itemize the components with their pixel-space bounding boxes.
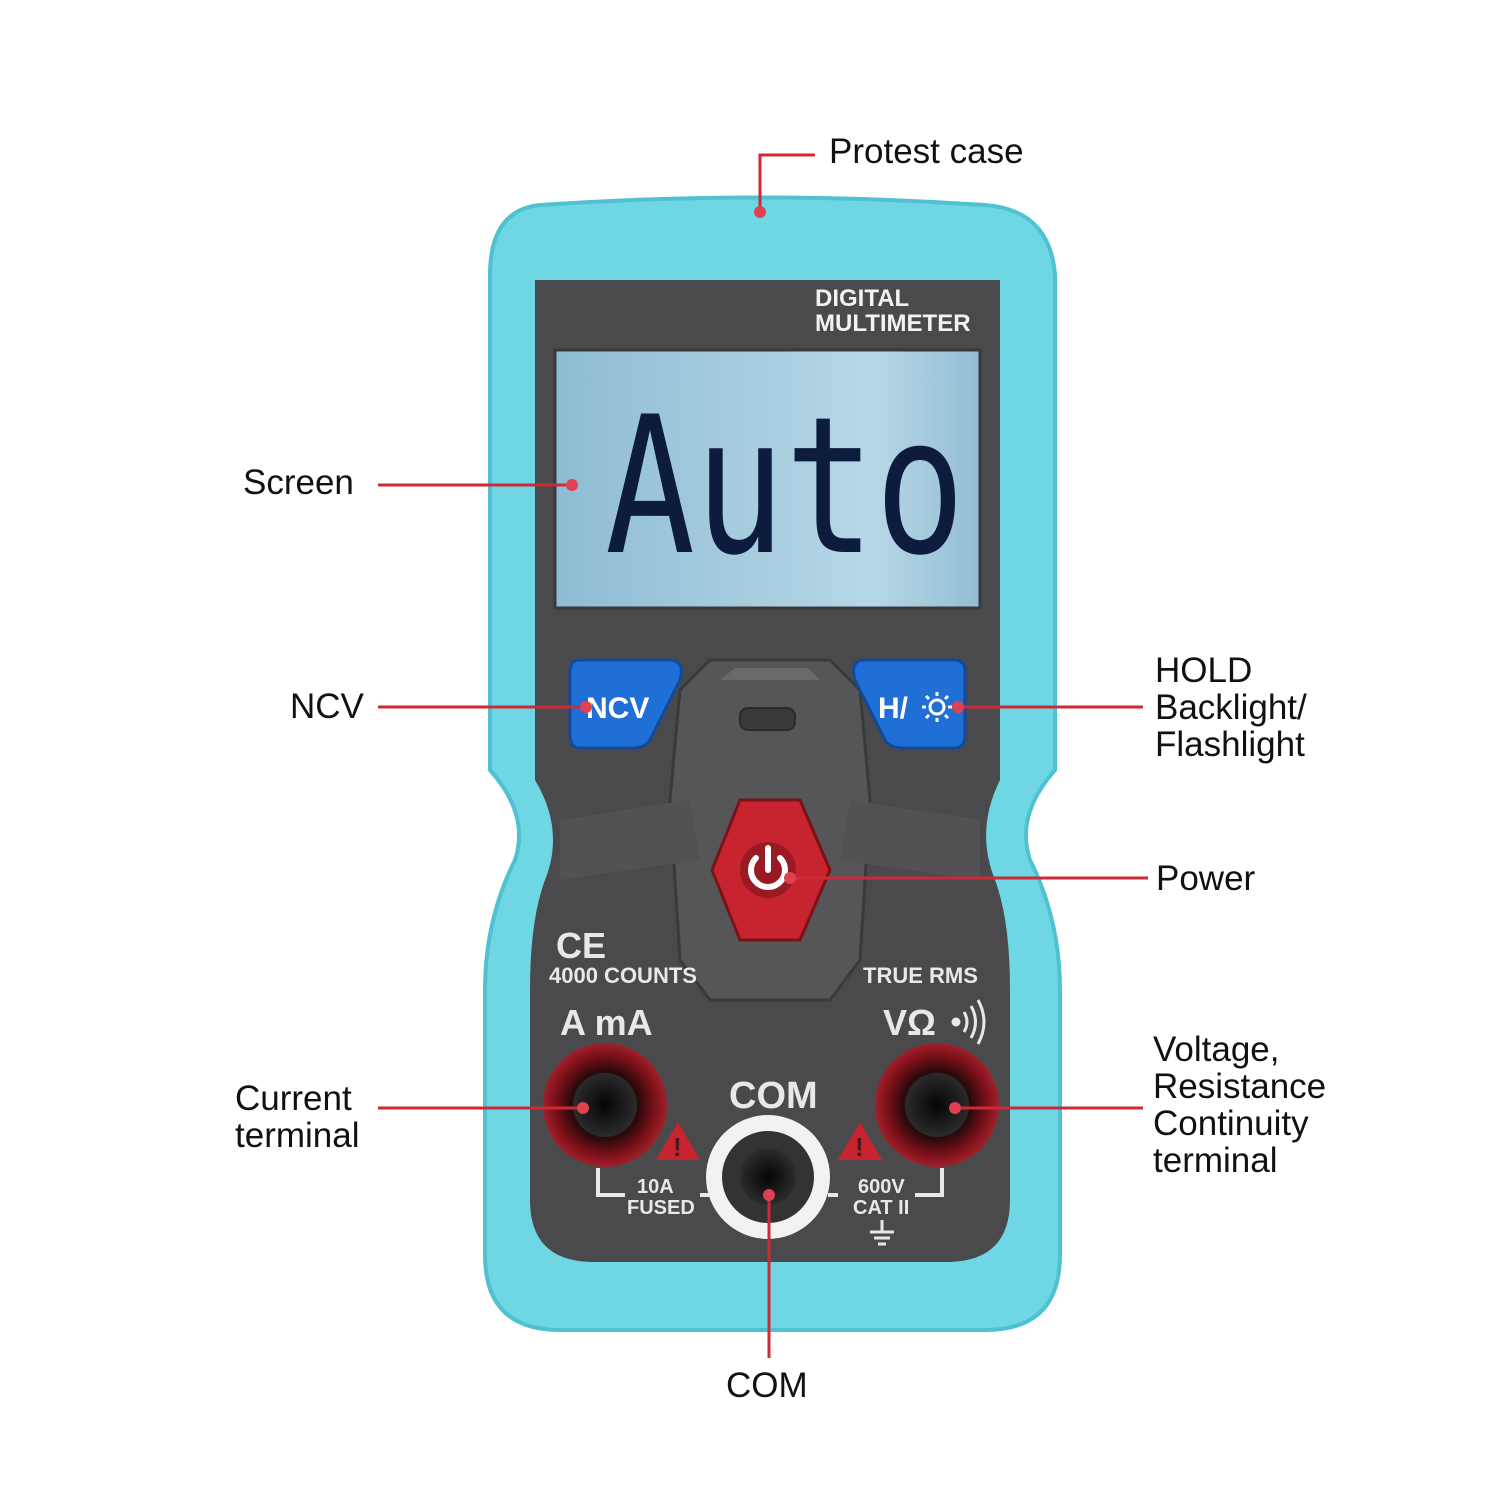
fuse-label-line-2: FUSED xyxy=(627,1197,695,1219)
sun-icon xyxy=(922,692,952,722)
ground-icon xyxy=(870,1220,894,1246)
callout-power: Power xyxy=(1156,859,1256,898)
callout-hold-backlight: HOLD Backlight/ Flashlight xyxy=(1155,651,1307,764)
com-jack-label: COM xyxy=(729,1075,818,1117)
callout-protest-case: Protest case xyxy=(829,132,1024,171)
callout-screen: Screen xyxy=(243,463,354,502)
hold-backlight-button[interactable] xyxy=(852,658,967,750)
rating-label-line-2: CAT II xyxy=(853,1197,909,1219)
brand-line-1: DIGITAL xyxy=(815,285,909,312)
ncv-button-label: NCV xyxy=(586,692,649,725)
com-jack[interactable] xyxy=(706,1115,830,1239)
callout-ncv: NCV xyxy=(290,687,364,726)
voltage-jack[interactable] xyxy=(875,1043,999,1167)
power-icon xyxy=(740,842,796,898)
continuity-icon xyxy=(951,999,986,1045)
callout-voltage-terminal: Voltage, Resistance Continuity terminal xyxy=(1153,1030,1327,1180)
voltage-jack-label: VΩ xyxy=(883,1002,936,1043)
fuse-label-line-1: 10A xyxy=(637,1176,674,1198)
true-rms-label: TRUE RMS xyxy=(863,963,978,988)
svg-text:!: ! xyxy=(673,1132,682,1162)
current-jack-label: A mA xyxy=(560,1002,653,1043)
svg-text:!: ! xyxy=(855,1132,864,1162)
hold-button-label: H/ xyxy=(878,692,909,725)
current-jack[interactable] xyxy=(543,1043,667,1167)
lcd-readout: Auto xyxy=(605,376,965,597)
callout-current-terminal: Current terminal xyxy=(235,1079,360,1155)
warning-icon: ! xyxy=(838,1122,882,1162)
ncv-button[interactable] xyxy=(568,658,683,750)
ce-mark: CE xyxy=(556,925,606,966)
lcd-screen xyxy=(553,348,982,610)
flashlight-window xyxy=(739,707,796,731)
leader-dots xyxy=(566,206,964,1201)
counts-label: 4000 COUNTS xyxy=(549,963,697,988)
warning-icon: ! xyxy=(656,1122,700,1162)
brand-line-2: MULTIMETER xyxy=(815,310,971,337)
callout-com: COM xyxy=(726,1366,808,1405)
leader-lines xyxy=(378,153,1148,1358)
rating-label-line-1: 600V xyxy=(858,1176,905,1198)
